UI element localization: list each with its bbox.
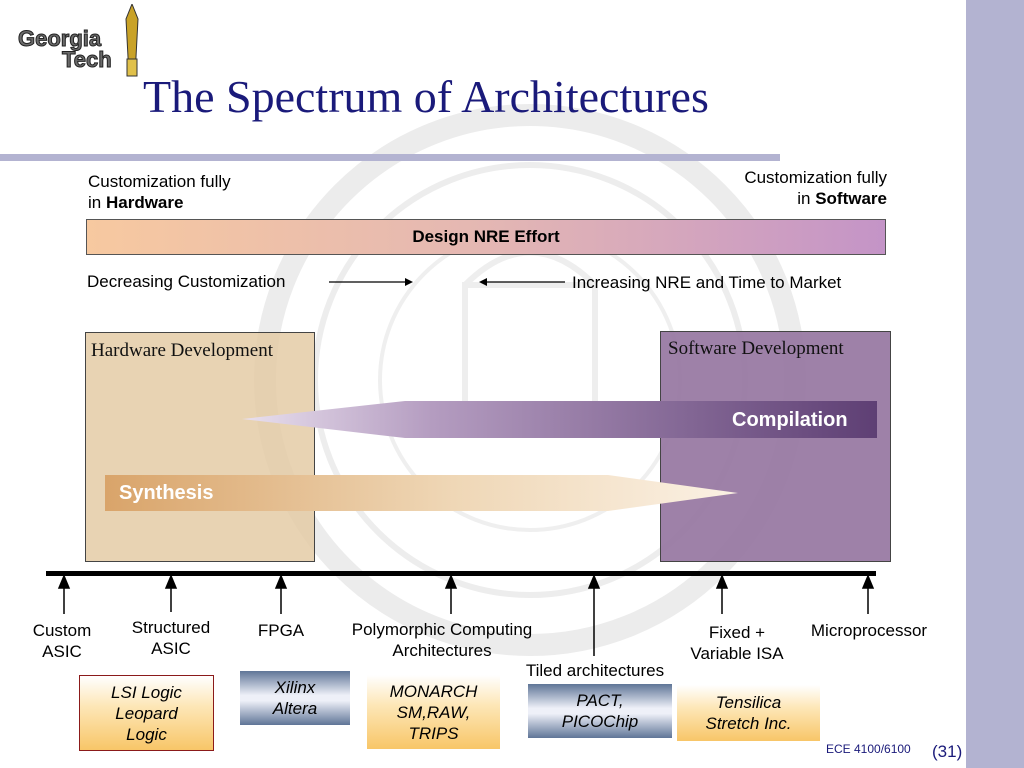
software-development-label: Software Development xyxy=(668,338,844,359)
svg-text:Tech: Tech xyxy=(62,47,112,72)
decreasing-customization-label: Decreasing Customization xyxy=(87,272,286,291)
right-header: Customization fully in Software xyxy=(744,167,887,209)
vendor-box-pact: PACT,PICOChip xyxy=(528,684,672,738)
tick-structured-asic-head xyxy=(164,574,178,589)
direction-arrows xyxy=(329,278,565,286)
design-nre-bar: Design NRE Effort xyxy=(86,219,886,255)
tick-polymorphic-head xyxy=(444,574,458,589)
left-header-line1: Customization fully xyxy=(88,172,231,191)
left-arrow-head xyxy=(479,278,487,286)
tick-microprocessor-head xyxy=(861,574,875,589)
hardware-development-box xyxy=(85,332,315,562)
synthesis-label: Synthesis xyxy=(119,482,214,504)
left-header-line2: in Hardware xyxy=(88,193,184,212)
right-header-line1: Customization fully xyxy=(744,168,887,187)
synthesis-arrow xyxy=(105,475,738,511)
tick-custom-asic-head xyxy=(57,574,71,589)
page-title: The Spectrum of Architectures xyxy=(143,71,709,122)
increasing-nre-label: Increasing NRE and Time to Market xyxy=(572,273,842,292)
tick-fixed-variable-head xyxy=(715,574,729,589)
georgia-tech-logo: Georgia Tech xyxy=(18,4,139,77)
tick-tiled-head xyxy=(587,574,601,589)
right-header-bold: Software xyxy=(815,189,887,208)
right-header-line2: in Software xyxy=(797,189,887,208)
label-tiled: Tiled architectures xyxy=(525,661,665,680)
software-development-box xyxy=(660,331,891,562)
tick-fpga-head xyxy=(274,574,288,589)
compilation-label: Compilation xyxy=(732,409,848,431)
left-header: Customization fully in Hardware xyxy=(88,171,231,213)
label-fixed-variable: Fixed +Variable ISA xyxy=(690,623,784,663)
spectrum-timeline xyxy=(46,571,876,576)
label-fpga: FPGA xyxy=(257,621,305,640)
label-microprocessor: Microprocessor xyxy=(810,621,928,640)
side-band xyxy=(966,0,1024,768)
course-footer: ECE 4100/6100 xyxy=(826,742,911,756)
title-divider xyxy=(0,154,780,161)
page-number: (31) xyxy=(932,742,963,761)
svg-text:Georgia: Georgia xyxy=(18,26,102,51)
design-nre-label: Design NRE Effort xyxy=(412,227,560,246)
hardware-development-label: Hardware Development xyxy=(91,340,274,361)
compilation-arrow xyxy=(242,401,877,438)
left-header-bold: Hardware xyxy=(105,193,184,212)
right-arrow-head xyxy=(405,278,413,286)
